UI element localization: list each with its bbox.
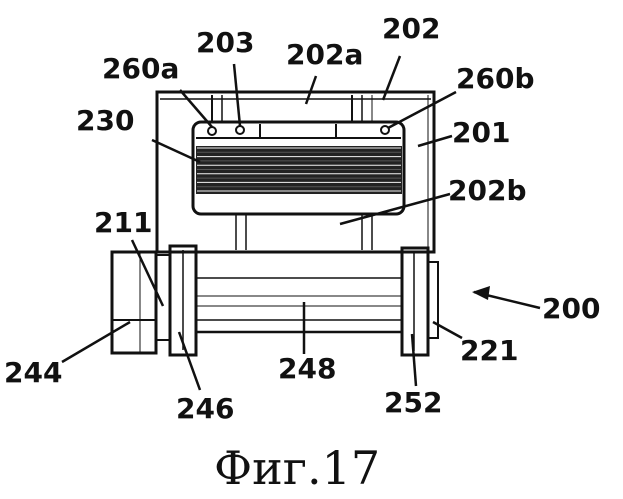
label-244: 244 [4,356,62,389]
leader-202a [306,76,316,104]
arrow-200-head [472,286,490,300]
label-230: 230 [76,104,134,137]
label-248: 248 [278,352,336,385]
component-203 [236,126,244,134]
leader-203 [234,64,240,126]
label-201: 201 [452,116,510,149]
label-260a: 260a [102,52,179,85]
flange-252 [402,248,428,355]
label-211: 211 [94,206,152,239]
label-260b: 260b [456,62,535,95]
label-202a: 202a [286,38,363,71]
label-246: 246 [176,392,234,425]
label-203: 203 [196,26,254,59]
label-252: 252 [384,386,442,419]
label-221: 221 [460,334,518,367]
leader-260a [180,90,212,127]
leader-260b [388,92,456,128]
block-244 [112,252,156,353]
leader-244 [62,322,130,362]
label-200: 200 [542,292,600,325]
figure-caption: Фиг.17 [214,441,380,495]
component-260a [208,127,216,135]
label-202b: 202b [448,174,527,207]
label-202: 202 [382,12,440,45]
